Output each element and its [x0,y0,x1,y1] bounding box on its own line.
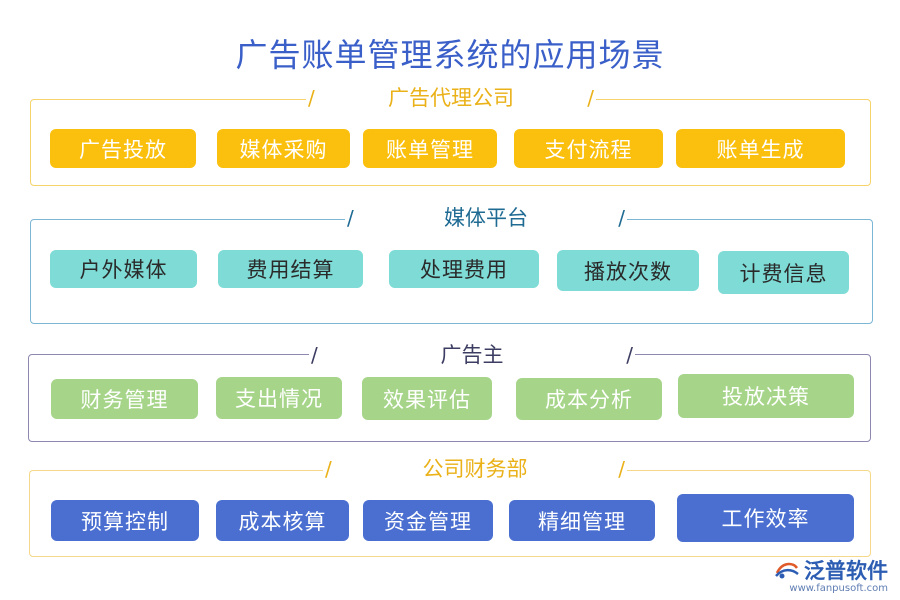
item-box: 播放次数 [557,250,699,291]
item-box: 广告投放 [50,129,196,168]
group-advertiser: / 广告主 / 财务管理 支出情况 效果评估 成本分析 投放决策 [28,340,871,442]
item-box: 资金管理 [363,500,493,541]
brand-logo: 泛普软件 www.fanpusoft.com [774,555,888,594]
slash-decoration: / [618,206,625,230]
item-box: 预算控制 [51,500,199,541]
item-box: 财务管理 [51,379,198,419]
item-box: 支出情况 [216,377,342,419]
slash-decoration: / [618,457,625,481]
brand-logo-name: 泛普软件 [804,559,888,583]
group-title: / 公司财务部 / [323,454,627,484]
slash-decoration: / [587,86,594,110]
group-title: / 广告代理公司 / [306,83,596,113]
item-box: 账单管理 [363,129,497,168]
item-box: 户外媒体 [50,250,197,288]
slash-decoration: / [626,343,633,367]
item-box: 成本核算 [216,500,349,541]
item-box: 处理费用 [389,250,539,288]
group-finance-dept: / 公司财务部 / 预算控制 成本核算 资金管理 精细管理 工作效率 [29,454,871,557]
item-box: 费用结算 [218,250,363,288]
brand-logo-icon [775,562,799,579]
item-box: 媒体采购 [217,129,350,168]
item-box: 支付流程 [514,129,663,168]
item-box: 工作效率 [677,494,854,542]
item-box: 计费信息 [718,251,849,294]
item-box: 投放决策 [678,374,854,418]
item-box: 账单生成 [676,129,845,168]
diagram-title: 广告账单管理系统的应用场景 [235,36,665,74]
slash-decoration: / [347,206,354,230]
slash-decoration: / [308,86,315,110]
slash-decoration: / [311,343,318,367]
item-box: 效果评估 [362,377,492,420]
slash-decoration: / [325,457,332,481]
group-title: / 媒体平台 / [345,203,627,233]
item-box: 成本分析 [516,378,662,420]
group-media-platform: / 媒体平台 / 户外媒体 费用结算 处理费用 播放次数 计费信息 [30,203,873,324]
item-box: 精细管理 [509,500,655,541]
group-title: / 广告主 / [309,340,635,370]
brand-logo-url: www.fanpusoft.com [789,583,888,594]
group-ad-agency: / 广告代理公司 / 广告投放 媒体采购 账单管理 支付流程 账单生成 [30,83,871,186]
